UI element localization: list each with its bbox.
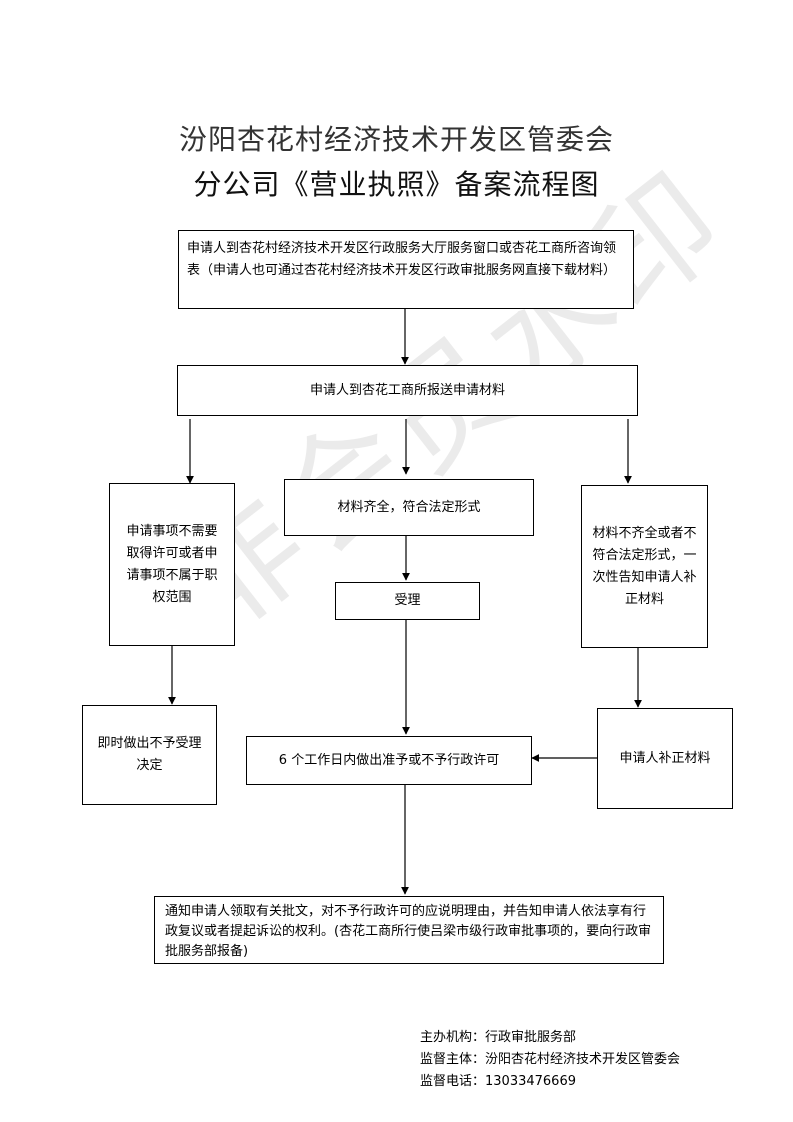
box-incomplete: 材料不齐全或者不符合法定形式，一次性告知申请人补正材料 [581, 485, 708, 648]
box-notify: 通知申请人领取有关批文，对不予行政许可的应说明理由，并告知申请人依法享有行政复议… [154, 896, 664, 964]
box-accept: 受理 [335, 582, 480, 620]
box-not-required: 申请事项不需要取得许可或者申请事项不属于职权范围 [109, 483, 235, 646]
box-complete: 材料齐全，符合法定形式 [284, 479, 534, 536]
box-submit: 申请人到杏花工商所报送申请材料 [177, 365, 638, 416]
title-line-2: 分公司《营业执照》备案流程图 [193, 168, 600, 201]
box-decision: 6 个工作日内做出准予或不予行政许可 [246, 736, 532, 785]
title-line-1: 汾阳杏花村经济技术开发区管委会 [178, 123, 614, 156]
box-reject-now: 即时做出不予受理决定 [82, 705, 217, 805]
footer-supervisor: 监督主体：汾阳杏花村经济技术开发区管委会 [420, 1052, 681, 1067]
box-supplement: 申请人补正材料 [597, 708, 733, 809]
box-consult: 申请人到杏花村经济技术开发区行政服务大厅服务窗口或杏花工商所咨询领表（申请人也可… [178, 230, 634, 309]
footer-phone: 监督电话：13033476669 [420, 1074, 576, 1089]
footer-organizer: 主办机构：行政审批服务部 [420, 1030, 577, 1045]
